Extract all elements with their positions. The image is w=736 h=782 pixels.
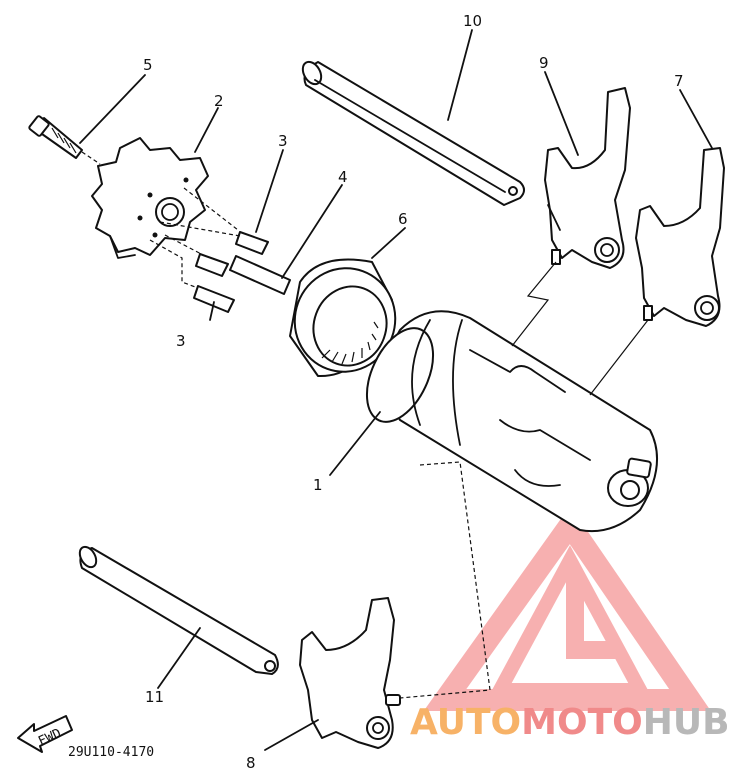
pin-3-upper xyxy=(235,231,269,255)
pin-4 xyxy=(229,255,291,295)
shift-fork-8 xyxy=(299,597,401,749)
callout-10: 10 xyxy=(463,12,482,30)
watermark-part-auto: AUTO xyxy=(410,702,521,743)
pin-3-middle xyxy=(195,253,229,277)
callout-3-lower: 3 xyxy=(176,332,186,350)
shift-drum-1 xyxy=(365,310,659,533)
callout-4: 4 xyxy=(338,168,348,186)
diagram-code: 29U110-4170 xyxy=(68,745,154,760)
shaft-11 xyxy=(78,545,279,675)
fwd-arrow: FWD xyxy=(17,715,73,753)
callout-9: 9 xyxy=(539,54,549,72)
callout-6: 6 xyxy=(398,210,408,228)
shift-fork-9 xyxy=(544,87,631,269)
left-arrow-icon xyxy=(17,715,73,753)
segment-2 xyxy=(91,137,209,259)
callout-8: 8 xyxy=(246,754,256,772)
leader-lines xyxy=(79,29,713,751)
watermark-part-hub: HUB xyxy=(643,702,730,743)
shaft-10 xyxy=(301,60,525,206)
callout-5: 5 xyxy=(143,56,153,74)
watermark-logo-icon xyxy=(423,505,711,711)
callout-3-upper: 3 xyxy=(278,132,288,150)
svg-text:AUTOMOTOHUB: AUTOMOTOHUB xyxy=(410,702,730,743)
watermark-part-moto: MOTO xyxy=(521,702,643,743)
shift-fork-7 xyxy=(635,147,725,327)
watermark-text: AUTOMOTOHUB xyxy=(410,702,730,743)
callout-2: 2 xyxy=(214,92,224,110)
callout-11: 11 xyxy=(145,688,164,706)
pin-3-lower xyxy=(193,285,235,313)
bolt-5 xyxy=(28,115,83,159)
bearing-6 xyxy=(289,258,397,378)
callout-1: 1 xyxy=(313,476,323,494)
callout-7: 7 xyxy=(674,72,684,90)
